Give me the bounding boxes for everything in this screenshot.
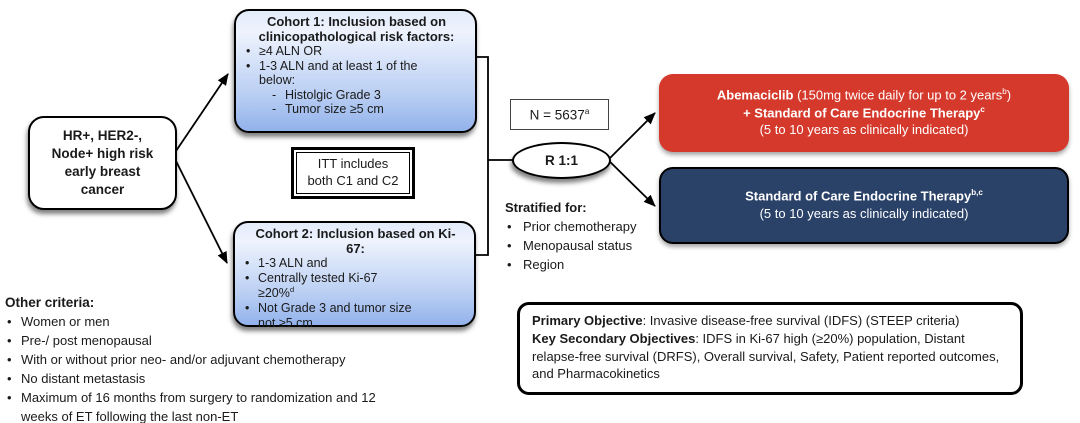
list-item: •≥4 ALN OR (246, 44, 323, 59)
list-item: -Tumor size ≥5 cm (272, 102, 384, 117)
list-item: •Region (507, 257, 565, 272)
list-item: •Pre-/ post menopausal (7, 333, 152, 348)
other-criteria-title: Other criteria: (5, 295, 95, 310)
list-item: •Women or men (7, 314, 110, 329)
list-item: •Centrally tested Ki-67 (245, 270, 378, 285)
abemaciclib-arm-line3: (5 to 10 years as clinically indicated) (759, 121, 969, 137)
arrow-patient-to-cohort1 (175, 73, 229, 152)
cohort2-title: Cohort 2: Inclusion based on Ki-67: (255, 226, 456, 256)
list-item: •No distant metastasis (7, 371, 146, 386)
randomization-ellipse: R 1:1 (512, 142, 611, 179)
enrollment-n-text: N = 5637a (529, 106, 590, 123)
patient-population-text: HR+, HER2-, Node+ high risk early breast… (51, 127, 154, 198)
stratification-block: Stratified for: •Prior chemotherapy •Men… (505, 198, 675, 274)
abemaciclib-arm-box: Abemaciclib (150mg twice daily for up to… (659, 74, 1069, 152)
cohort1-criteria-list: •≥4 ALN OR •1-3 ALN and at least 1 of th… (246, 44, 467, 117)
cohort1-box: Cohort 1: Inclusion based on clinicopath… (234, 9, 477, 133)
stratification-title: Stratified for: (505, 200, 587, 215)
list-item: •With or without prior neo- and/or adjuv… (7, 352, 346, 367)
itt-box: ITT includes both C1 and C2 (291, 147, 415, 199)
list-item: •Not Grade 3 and tumor size (245, 301, 412, 316)
list-item: •1-3 ALN and (245, 256, 328, 271)
objectives-box: Primary Objective: Invasive disease-free… (517, 302, 1023, 396)
list-item: •1-3 ALN and at least 1 of the (246, 58, 418, 73)
soc-arm-box: Standard of Care Endocrine Therapyb,c (5… (659, 167, 1069, 244)
randomization-label: R 1:1 (544, 153, 578, 168)
abemaciclib-arm-line2: + Standard of Care Endocrine Therapyc (743, 104, 985, 120)
list-item: •Prior chemotherapy (507, 219, 637, 234)
enrollment-n-box: N = 5637a (510, 99, 609, 130)
arrow-patient-to-cohort2 (175, 160, 228, 264)
bracket-cohorts-to-randomization (471, 56, 513, 256)
soc-arm-line1: Standard of Care Endocrine Therapyb,c (745, 188, 983, 204)
cohort1-title: Cohort 1: Inclusion based on clinicopath… (258, 14, 455, 44)
soc-arm-line2: (5 to 10 years as clinically indicated) (759, 205, 969, 221)
secondary-objectives-text: Key Secondary Objectives: IDFS in Ki-67 … (532, 330, 1000, 382)
list-item: •Menopausal status (507, 238, 633, 253)
list-item: •Maximum of 16 months from surgery to ra… (7, 390, 376, 423)
primary-objective-text: Primary Objective: Invasive disease-free… (532, 313, 960, 328)
cohort2-box: Cohort 2: Inclusion based on Ki-67: •1-3… (233, 221, 476, 330)
list-item: ≥20%d (258, 285, 295, 301)
list-item: below: (259, 73, 296, 88)
patient-population-box: HR+, HER2-, Node+ high risk early breast… (28, 116, 177, 210)
itt-text: ITT includes both C1 and C2 (296, 152, 410, 194)
other-criteria-block: Other criteria: •Women or men •Pre-/ pos… (5, 293, 405, 423)
list-item: not ≥5 cm (258, 315, 313, 330)
abemaciclib-arm-line1: Abemaciclib (150mg twice daily for up to… (716, 87, 1012, 103)
list-item: -Histolgic Grade 3 (272, 87, 381, 102)
cohort2-criteria-list: •1-3 ALN and •Centrally tested Ki-67 ≥20… (245, 256, 466, 330)
